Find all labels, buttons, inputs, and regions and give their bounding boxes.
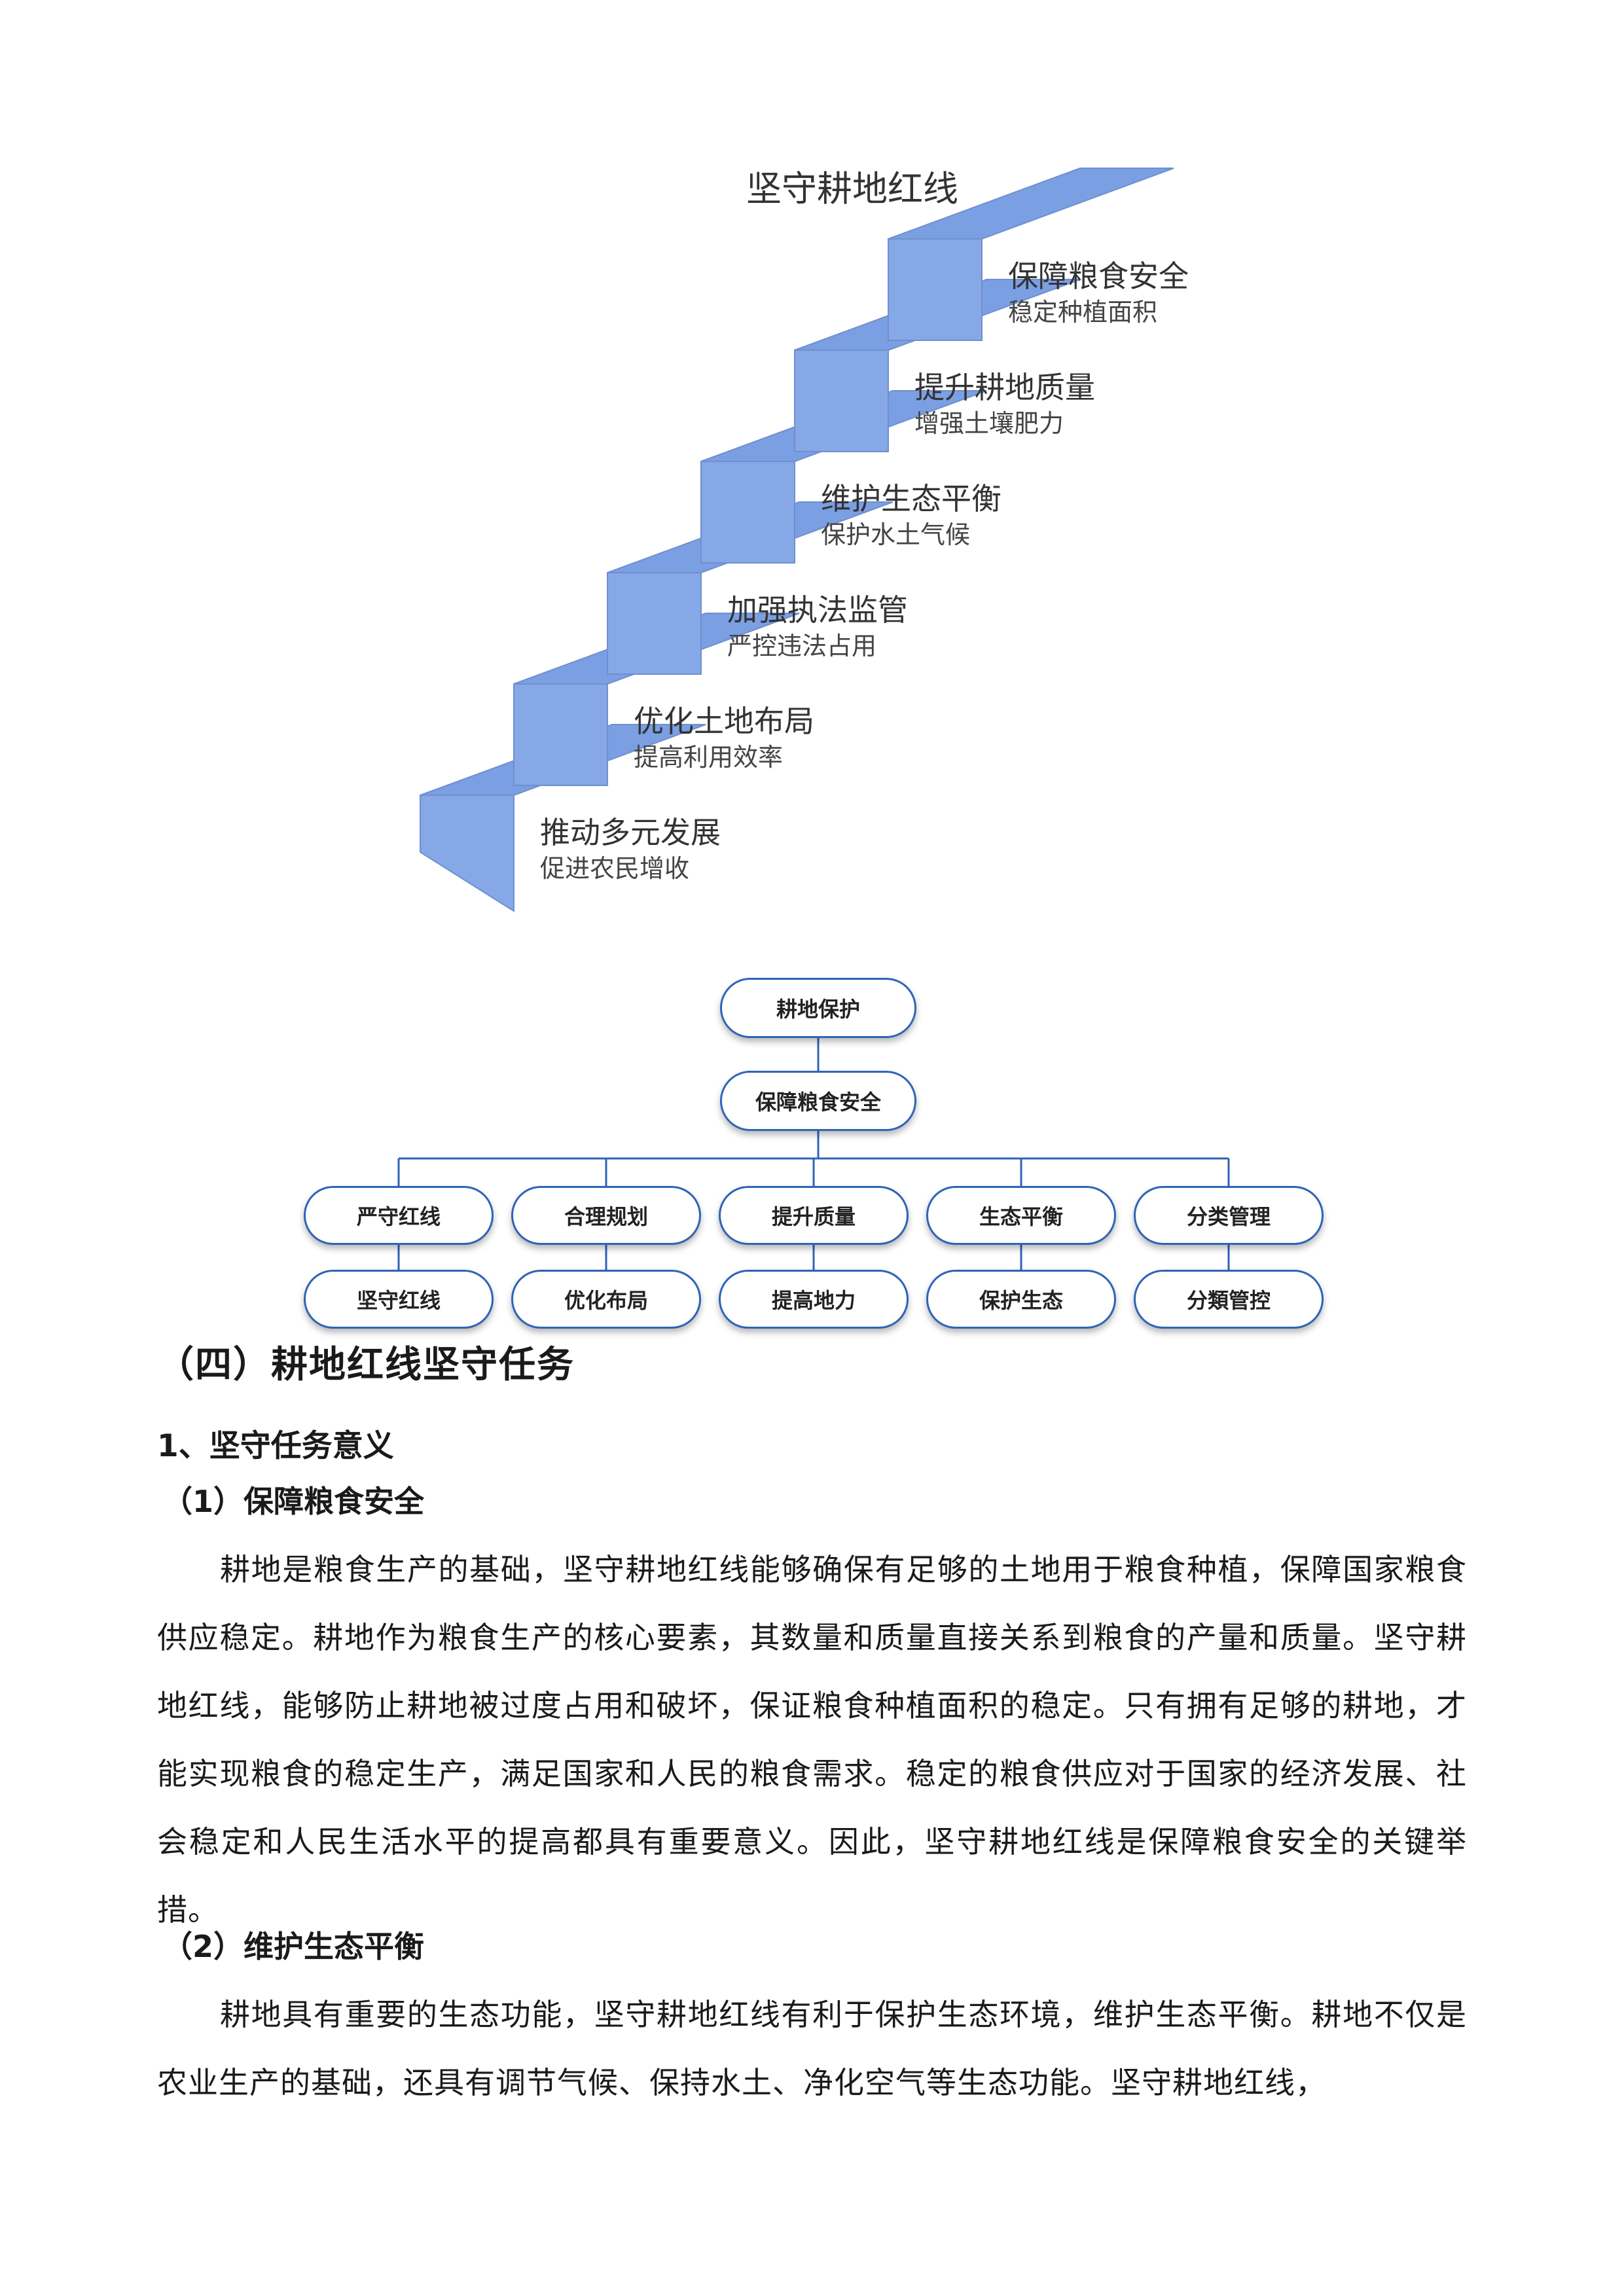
org-branch-top-node: 严守红线 [304, 1186, 494, 1245]
stair-step-sub-text: 保护水土气候 [821, 520, 971, 549]
stair-step-sub-text: 增强土壤肥力 [914, 409, 1064, 438]
org-chart-connectors [397, 1038, 1230, 1270]
stair-riser [794, 350, 889, 452]
item-1-paragraph: 耕地是粮食生产的基础，坚守耕地红线能够确保有足够的土地用于粮食种植，保障国家粮食… [157, 1552, 1467, 1928]
stair-step-label: 维护生态平衡保护水土气候 [821, 480, 1001, 552]
staircase-shapes [420, 168, 1174, 912]
org-branch-top-node: 分类管理 [1134, 1186, 1324, 1245]
stair-step-sub-text: 严控违法占用 [727, 632, 877, 660]
item-2-title: （2）维护生态平衡 [162, 1929, 425, 1964]
stair-step-main-text: 提升耕地质量 [914, 370, 1095, 405]
stair-step-main-text: 加强执法监管 [727, 592, 908, 628]
stair-riser [420, 795, 514, 912]
item-2-paragraph: 耕地具有重要的生态功能，坚守耕地红线有利于保护生态环境，维护生态平衡。耕地不仅是… [157, 1997, 1467, 2100]
stair-step-main-text: 优化土地布局 [634, 704, 814, 739]
stair-step-sub-text: 提高利用效率 [634, 743, 784, 772]
item-1-title: （1）保障粮食安全 [162, 1484, 425, 1519]
stair-riser [888, 238, 983, 341]
org-branch-bottom-node: 分類管控 [1134, 1270, 1324, 1329]
stair-step-sub-text: 促进农民增收 [540, 854, 690, 883]
org-root-node: 耕地保护 [720, 978, 916, 1038]
stair-riser [513, 683, 608, 786]
stair-step-main-text: 保障粮食安全 [1008, 259, 1189, 294]
org-branch-bottom-node: 坚守红线 [304, 1270, 494, 1329]
org-branch-bottom-node: 提高地力 [719, 1270, 909, 1329]
org-branch-top-node: 生态平衡 [926, 1186, 1116, 1245]
staircase-diagram [420, 168, 1174, 912]
stair-step-main-text: 推动多元发展 [540, 815, 721, 850]
stair-step-main-text: 维护生态平衡 [821, 481, 1001, 516]
section-subheading: 1、坚守任务意义 [157, 1428, 394, 1464]
org-branch-bottom-node: 优化布局 [511, 1270, 701, 1329]
section-heading: （四）耕地红线坚守任务 [157, 1344, 575, 1386]
org-branch-top-node: 合理规划 [511, 1186, 701, 1245]
org-branch-bottom-node: 保护生态 [926, 1270, 1116, 1329]
stair-step-label: 加强执法监管严控违法占用 [727, 591, 908, 663]
stair-riser [607, 572, 702, 675]
stair-step-label: 提升耕地质量增强土壤肥力 [914, 368, 1095, 440]
org-branch-top-node: 提升质量 [719, 1186, 909, 1245]
staircase-title: 坚守耕地红线 [746, 168, 958, 209]
stair-step-sub-text: 稳定种植面积 [1008, 298, 1158, 327]
stair-step-label: 优化土地布局提高利用效率 [634, 702, 814, 774]
org-second-node: 保障粮食安全 [720, 1071, 916, 1131]
stair-riser [700, 461, 795, 564]
stair-step-label: 推动多元发展促进农民增收 [540, 814, 721, 886]
stair-step-label: 保障粮食安全稳定种植面积 [1008, 257, 1189, 329]
